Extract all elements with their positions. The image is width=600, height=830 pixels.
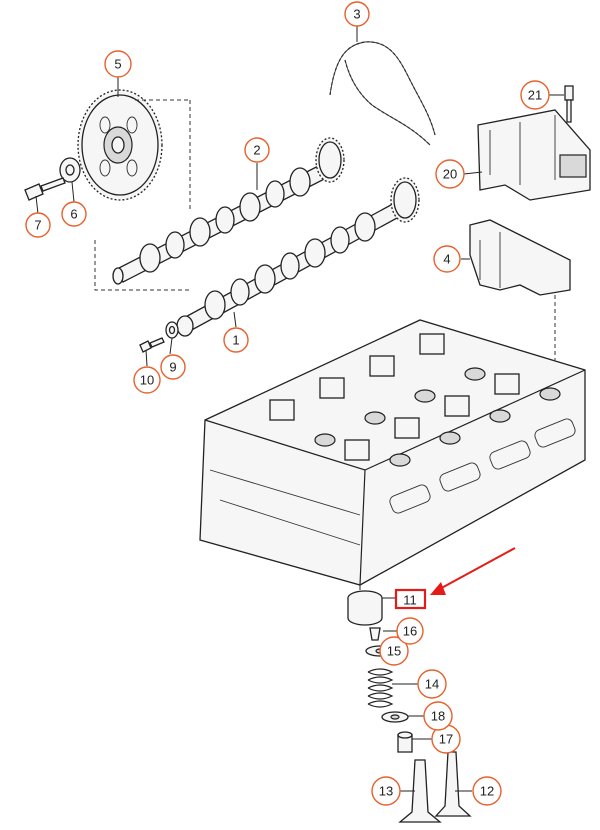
svg-text:13: 13 [379,784,393,799]
red-arrow [430,547,516,595]
cam-washer [165,321,179,339]
callout-11: 11 [403,593,417,608]
highlight-part-11 [394,588,427,610]
callout-9: 9 [160,354,186,380]
callout-7: 7 [25,212,51,238]
svg-text:17: 17 [439,732,453,747]
svg-text:18: 18 [431,709,445,724]
callout-2: 2 [244,137,270,163]
svg-text:7: 7 [34,218,41,233]
svg-text:12: 12 [480,784,494,799]
svg-text:15: 15 [387,644,401,659]
callout-10: 10 [133,366,161,394]
bearing-cap-bracket [469,219,571,296]
valve-spring [367,668,394,708]
camshaft-sprocket [77,89,163,201]
valve-cotter [369,627,381,641]
svg-text:20: 20 [443,167,457,182]
tensioner-bolt [564,85,574,123]
svg-text:2: 2 [253,143,260,158]
washer [59,157,81,183]
svg-text:10: 10 [140,373,154,388]
callout-6: 6 [61,201,87,227]
callout-20: 20 [435,159,465,189]
exhaust-valve [434,751,472,817]
sprocket-bolt [24,177,66,201]
callout-15: 15 [379,636,409,666]
callout-4: 4 [433,245,461,273]
exhaust-camshaft [112,137,345,285]
callout-18: 18 [423,701,453,731]
cylinder-head [199,319,586,586]
intake-valve [398,759,442,823]
leader-lines [35,26,564,792]
svg-text:21: 21 [528,88,542,103]
svg-text:6: 6 [70,207,77,222]
svg-text:16: 16 [403,624,417,639]
svg-text:4: 4 [443,252,450,267]
callout-3: 3 [344,1,370,27]
svg-text:14: 14 [425,677,439,692]
svg-text:9: 9 [169,360,176,375]
svg-text:1: 1 [232,333,239,348]
callout-14: 14 [417,669,447,699]
chain-tensioner [477,109,591,201]
callout-13: 13 [371,776,401,806]
svg-text:11: 11 [403,593,417,608]
svg-text:5: 5 [114,57,121,72]
callout-12: 12 [472,776,502,806]
callout-16: 16 [396,617,424,645]
callout-1: 1 [223,327,249,353]
spring-seat [381,711,409,723]
intake-camshaft [176,177,420,337]
timing-chain [329,41,436,146]
callout-5: 5 [104,50,132,78]
valve-stem-seal [397,731,413,753]
cam-bolt [139,337,165,353]
callout-21: 21 [520,80,550,110]
svg-text:3: 3 [353,7,360,22]
hydraulic-tappet [347,590,383,626]
